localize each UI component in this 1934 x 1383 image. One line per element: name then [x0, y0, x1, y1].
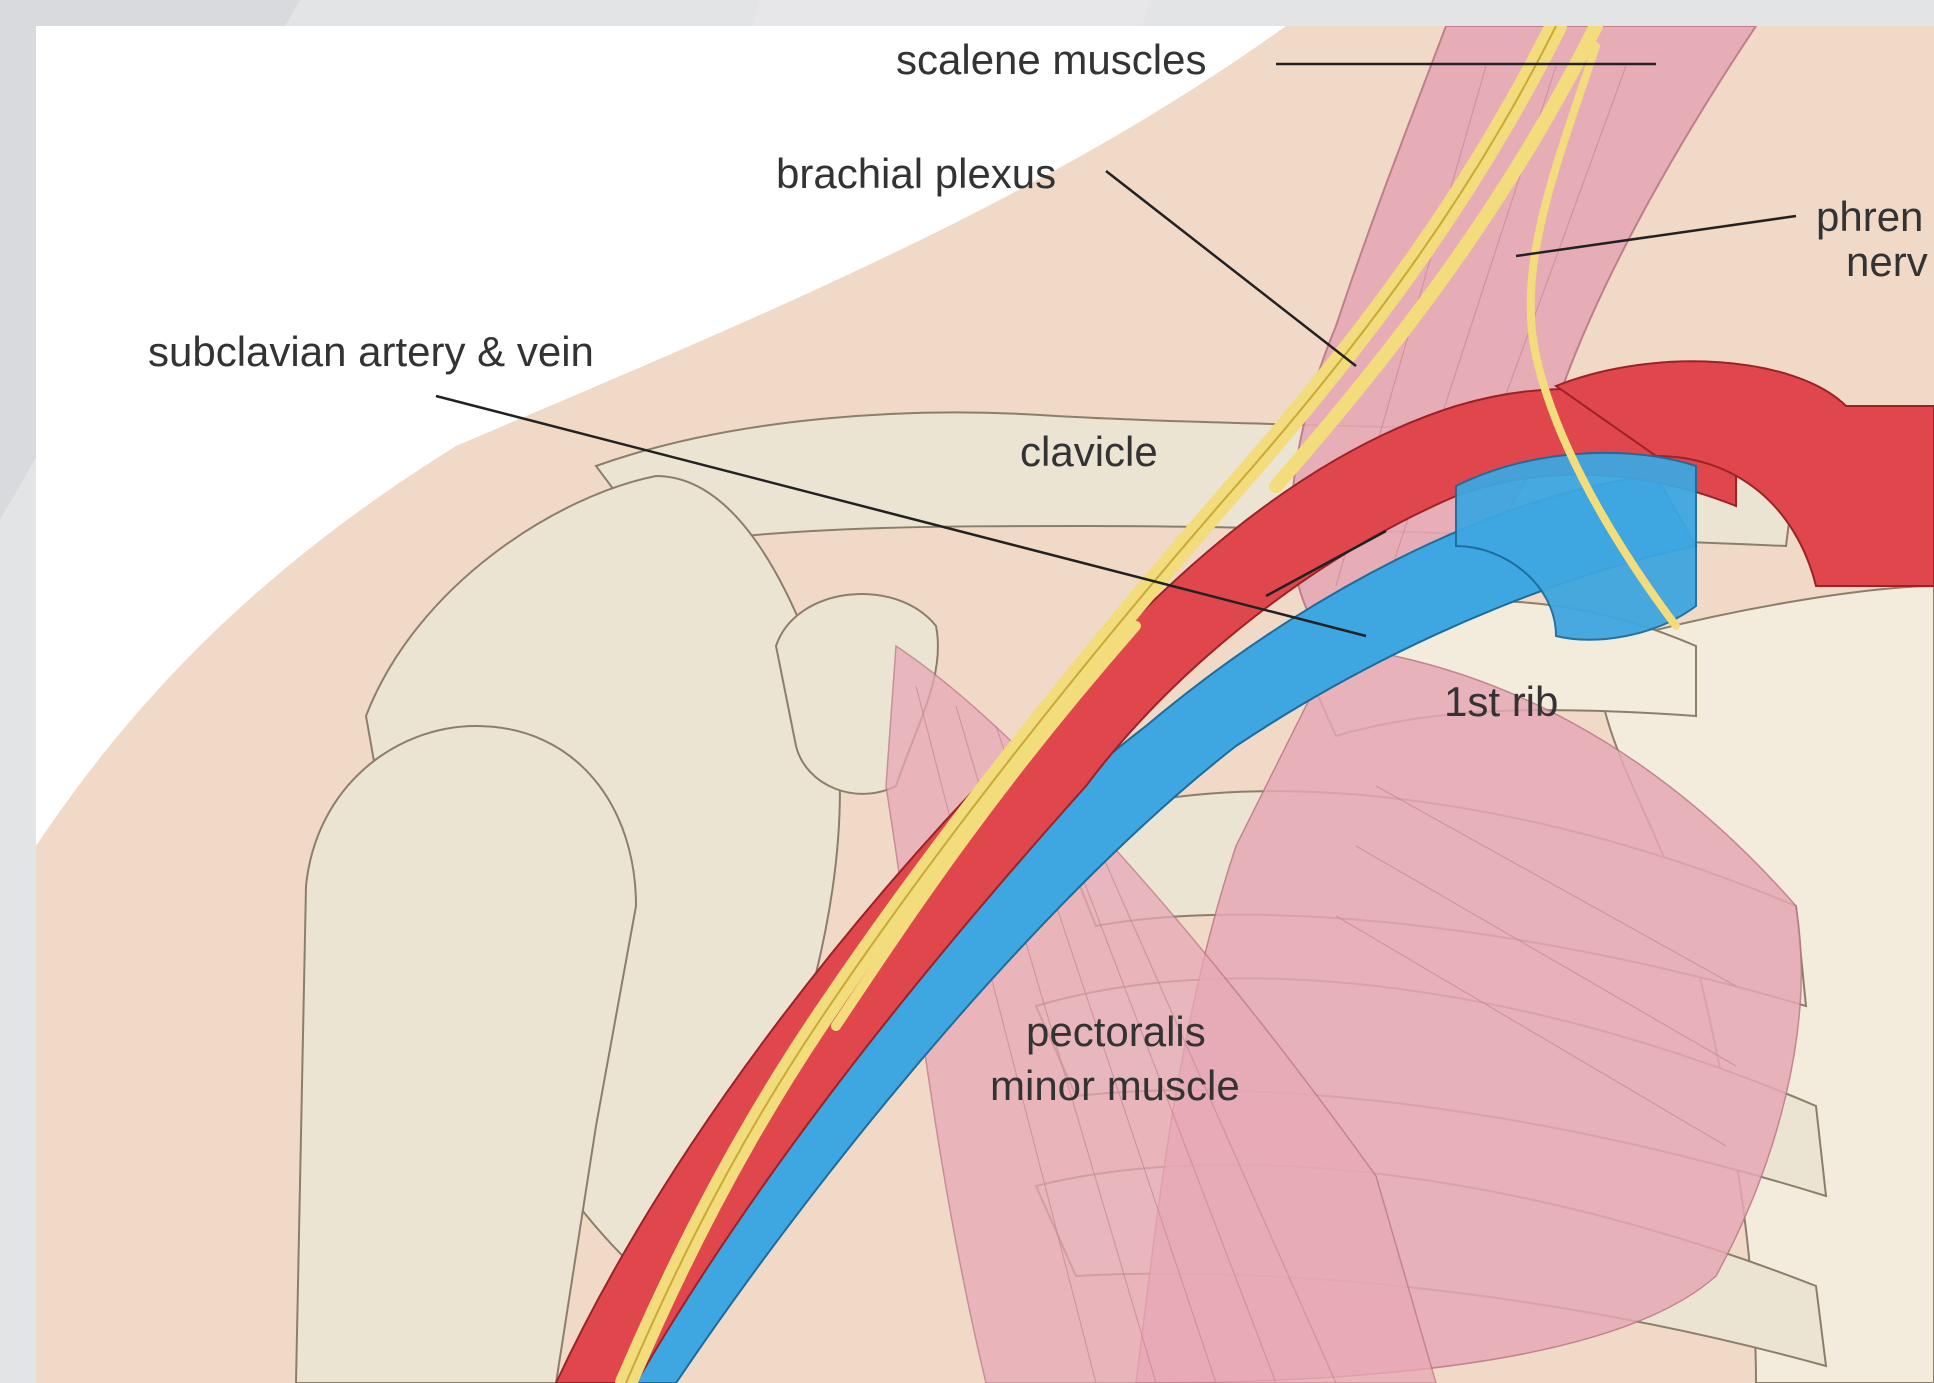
label-phrenic-nerve-2: nerv: [1846, 238, 1928, 285]
label-minor-muscle: minor muscle: [990, 1062, 1240, 1109]
label-clavicle: clavicle: [1020, 428, 1158, 475]
label-phrenic-nerve-1: phren: [1816, 193, 1923, 240]
label-brachial-plexus: brachial plexus: [776, 150, 1056, 197]
label-pectoralis: pectoralis: [1026, 1008, 1206, 1055]
label-subclavian-artery-vein: subclavian artery & vein: [148, 328, 594, 375]
label-first-rib: 1st rib: [1444, 678, 1558, 725]
shoulder-anatomy-svg: scalene muscles brachial plexus phren ne…: [36, 26, 1934, 1383]
label-scalene-muscles: scalene muscles: [896, 36, 1206, 83]
anatomy-illustration: scalene muscles brachial plexus phren ne…: [36, 26, 1934, 1383]
